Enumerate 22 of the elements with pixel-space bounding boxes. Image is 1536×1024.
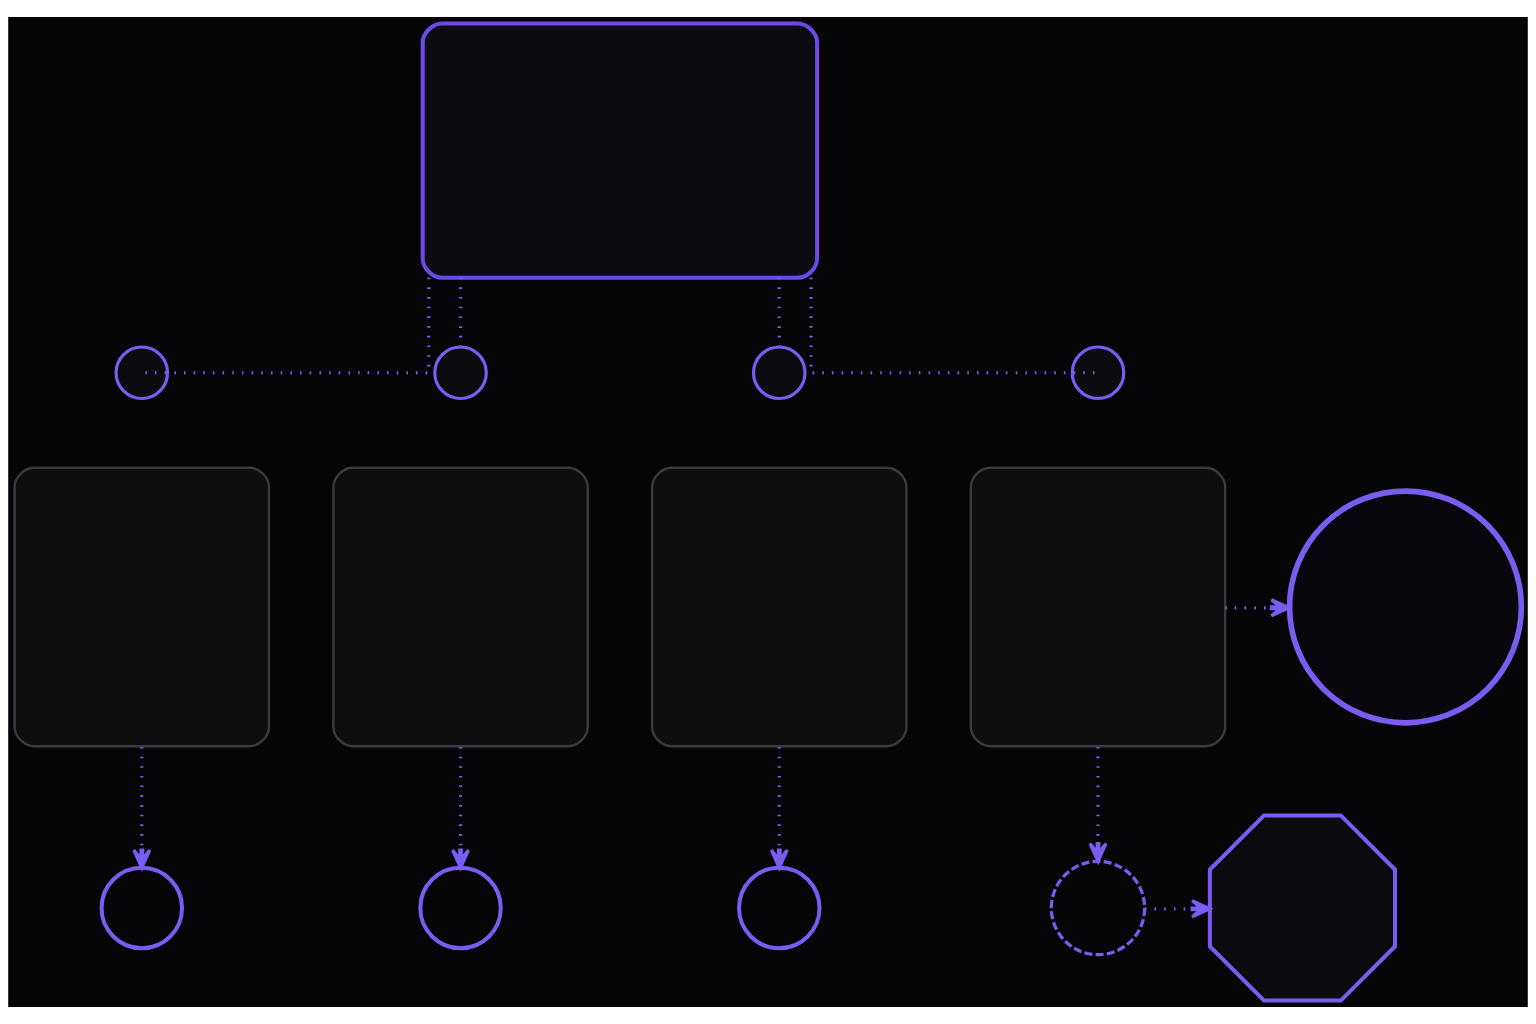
node-circle [1049,859,1147,957]
connector [458,277,463,347]
arrow [1088,747,1108,863]
node-circle [737,865,822,951]
node-box [650,466,908,748]
arrow [1225,598,1291,618]
node-circle [433,345,488,401]
node-circle [1286,488,1525,726]
node-box [332,466,589,748]
node-octagon [1207,813,1397,1003]
node-box [420,21,820,280]
node-circle [418,865,503,951]
node-circle [99,865,185,951]
node-box [13,466,271,748]
arrow [1144,899,1212,919]
arrow [450,747,471,870]
arrow [132,747,152,870]
node-circle [114,345,170,401]
node-circle [1070,345,1126,401]
node-circle [751,345,807,401]
node-box [969,466,1227,748]
arrow [769,747,789,870]
